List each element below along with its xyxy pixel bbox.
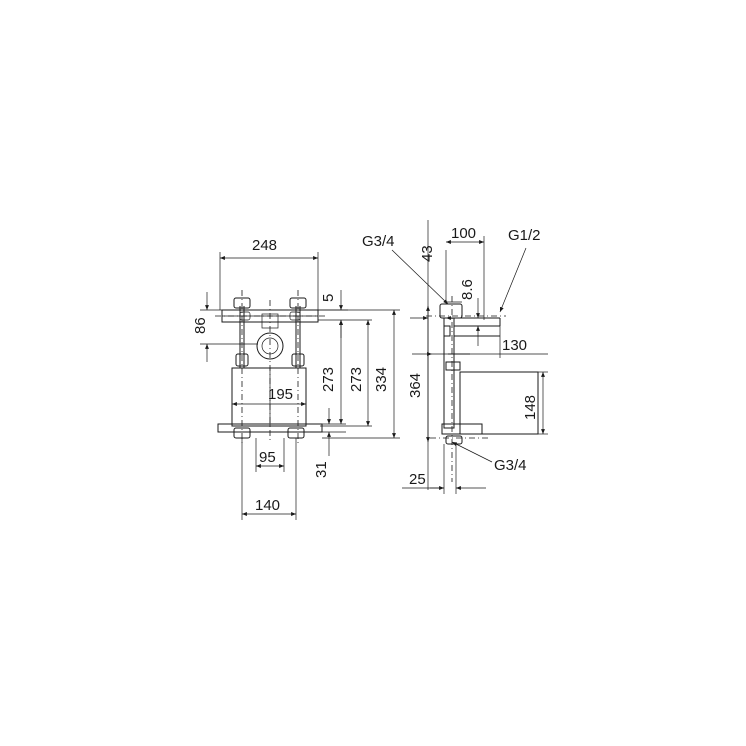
front-body [231, 367, 307, 427]
label-g34-top: G3/4 [362, 233, 395, 250]
dim-5: 5 [320, 294, 337, 302]
dim-130: 130 [502, 337, 527, 354]
dim-273-a: 273 [320, 367, 337, 392]
dim-148: 148 [522, 395, 539, 420]
dim-95: 95 [259, 449, 276, 466]
cartridge-circle [256, 332, 284, 360]
label-g12: G1/2 [508, 227, 541, 244]
dim-140: 140 [255, 497, 280, 514]
side-box [459, 371, 539, 435]
dim-25: 25 [409, 471, 426, 488]
dim-31: 31 [313, 461, 330, 478]
dim-248: 248 [252, 237, 277, 254]
dim-364: 364 [407, 373, 424, 398]
dim-195: 195 [268, 386, 293, 403]
side-view: G3/4 43 100 G1/2 8.6 130 364 148 G3/4 [362, 220, 548, 494]
dim-43: 43 [419, 245, 436, 262]
label-g34-bottom: G3/4 [494, 457, 527, 474]
dim-8-6: 8.6 [459, 279, 476, 300]
dim-100: 100 [451, 225, 476, 242]
dim-334: 334 [373, 367, 390, 392]
dim-273-b: 273 [348, 367, 365, 392]
front-view: 248 86 5 273 273 334 195 31 [192, 237, 400, 520]
dim-86: 86 [192, 317, 209, 334]
